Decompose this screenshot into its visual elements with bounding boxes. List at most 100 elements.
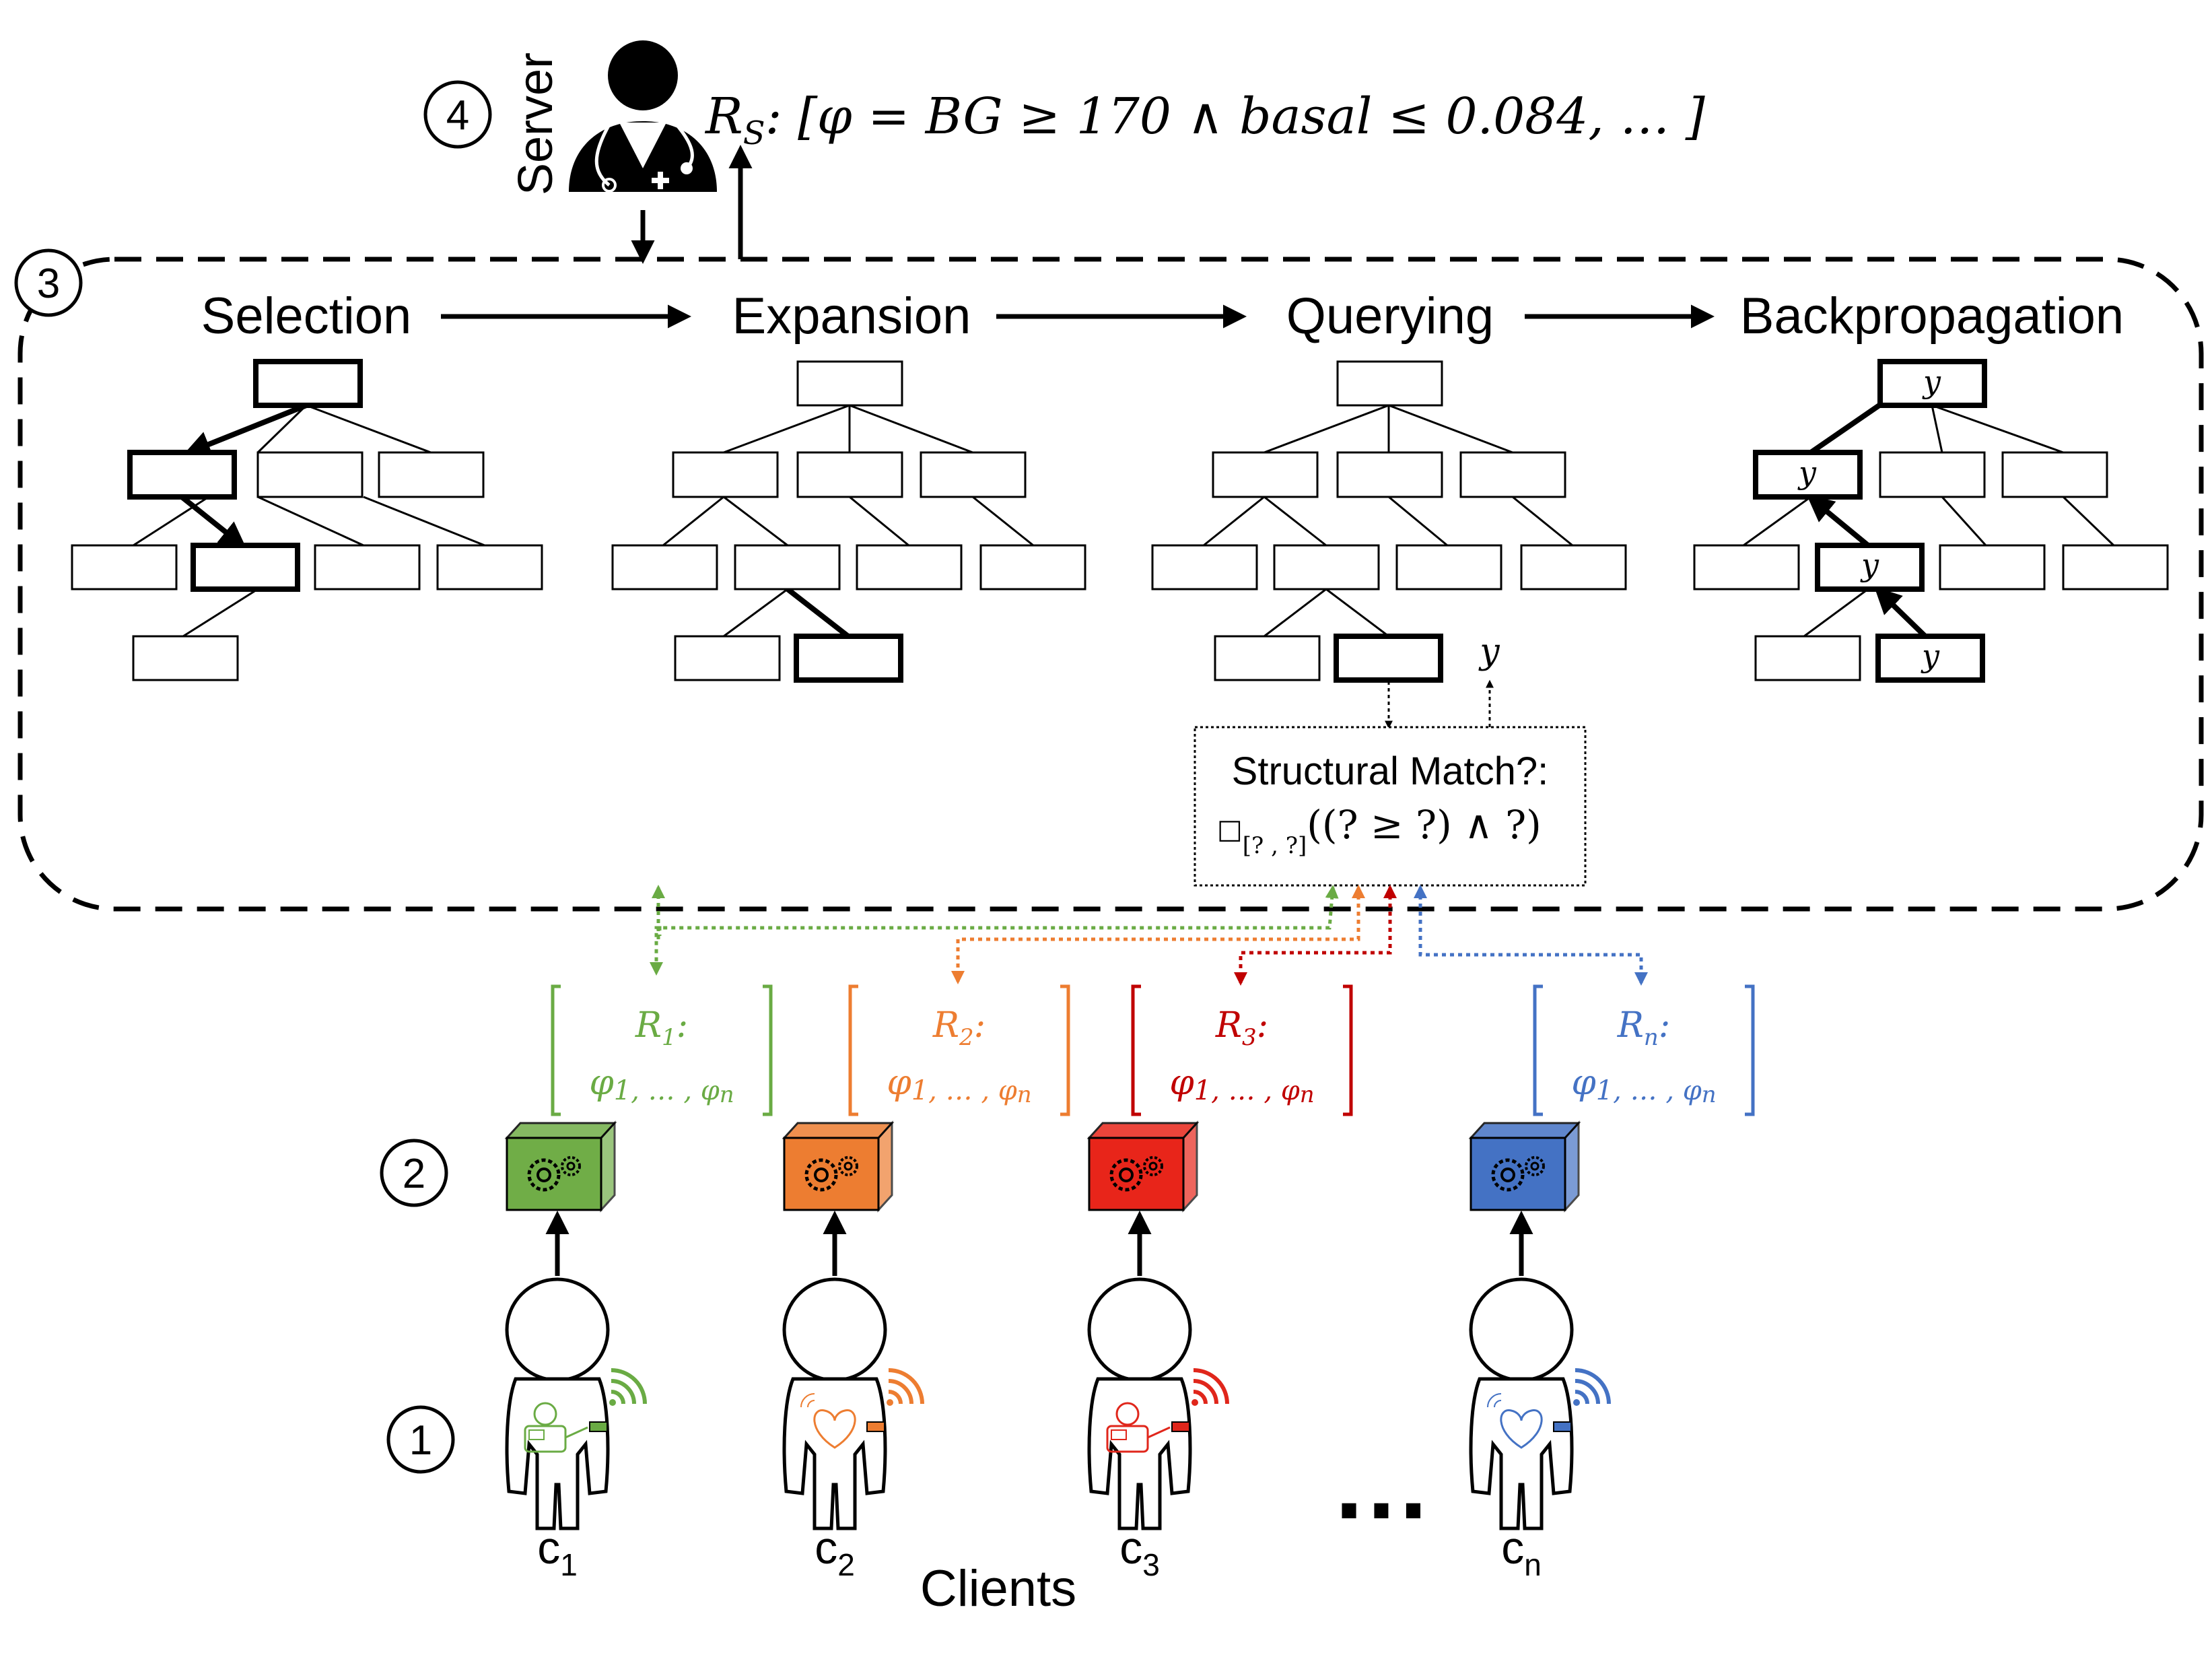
tree-node <box>1395 544 1502 590</box>
client-rule-3: R3: φ1, … , φn <box>1131 984 1353 1116</box>
tree-node <box>794 634 903 683</box>
rule-name: R3: <box>1215 1005 1268 1051</box>
step-1-circle <box>386 1405 455 1474</box>
heart-monitor-icon <box>800 1393 856 1449</box>
clients-ellipsis: … <box>1331 1427 1432 1540</box>
gears-icon <box>804 1156 858 1192</box>
rule-last-sub: n <box>1017 1081 1032 1108</box>
tree-node <box>1877 359 1987 408</box>
wristband <box>1553 1421 1572 1432</box>
rule-phi: φ <box>1571 1062 1596 1103</box>
rule-bracket-right <box>763 984 773 1116</box>
rule-seq: 1, … , φ <box>1596 1075 1702 1106</box>
rule-phi: φ <box>589 1062 614 1103</box>
connector-client-3 <box>1234 885 1397 986</box>
phase-backpropagation: Backpropagation <box>1740 288 2124 345</box>
rule-bracket-left <box>848 984 858 1116</box>
client-label-sub: n <box>1524 1547 1542 1582</box>
tree-node <box>1214 635 1321 681</box>
tree-node <box>436 544 543 590</box>
server-rule-label: R <box>704 88 743 145</box>
tree-node <box>920 451 1027 498</box>
tree-node <box>132 635 239 681</box>
tree-node <box>1459 451 1566 498</box>
client-label-sub: 2 <box>837 1547 855 1582</box>
rule-bracket-right <box>1745 984 1755 1116</box>
mcts-panel: 3 Selection Expansion Querying Backpropa… <box>14 248 2204 912</box>
rule-name: Rn: <box>1617 1005 1671 1051</box>
node-value-y: y <box>1921 638 1940 674</box>
rule-bracket-left <box>1131 984 1141 1116</box>
step-2-circle <box>380 1139 448 1207</box>
client-label: c1 <box>537 1522 578 1582</box>
tree-node <box>191 543 300 592</box>
client-1: c1 <box>504 1120 647 1582</box>
client-rule-2: R2:φ1, … , φn <box>848 984 1070 1116</box>
tree-node <box>1520 544 1627 590</box>
rule-phi: φ <box>887 1062 911 1103</box>
formula-box-glyph: □ <box>1217 814 1243 845</box>
rule-bracket-left <box>551 984 561 1116</box>
tree-node <box>1815 543 1925 592</box>
tree-selection <box>71 359 543 681</box>
wireless-signal-icon <box>887 1368 924 1406</box>
tree-node <box>1875 634 1985 683</box>
rule-formulas: φ1, … , φn <box>1169 1062 1314 1108</box>
tree-node <box>1939 544 2046 590</box>
wireless-signal-icon <box>609 1368 647 1406</box>
step-4-label: 4 <box>446 92 469 139</box>
node-value-y: y <box>1797 454 1817 491</box>
tree-node <box>674 635 781 681</box>
wireless-signal-icon <box>1573 1368 1611 1406</box>
wristband <box>589 1421 608 1432</box>
gears-icon <box>527 1156 581 1192</box>
model-box-icon <box>1086 1120 1200 1213</box>
tree-node <box>1212 451 1319 498</box>
structural-match-formula: □[? , ?]((? ≥ ?) ∧ ?) <box>1217 802 1542 859</box>
phase-querying: Querying <box>1286 288 1494 345</box>
connector-client-n <box>1414 885 1648 986</box>
tree-node <box>979 544 1086 590</box>
tree-node <box>378 451 485 498</box>
rule-formulas: φ1, … , φn <box>1571 1062 1716 1108</box>
rule-name-colon: : <box>1257 1005 1269 1046</box>
rule-last-sub: n <box>1300 1081 1315 1108</box>
step-4-circle <box>423 80 492 149</box>
rule-name: R1: <box>635 1005 688 1051</box>
tree-node <box>1754 635 1861 681</box>
client-label-letter: c <box>537 1522 560 1574</box>
rule-name-letter: R <box>932 1005 959 1046</box>
tree-querying: y Structural Match?: □[? , ?]((? ≥ ?) ∧ … <box>1151 360 1627 887</box>
tree-node <box>611 544 718 590</box>
structural-match-box <box>1194 726 1587 887</box>
wristband <box>866 1421 885 1432</box>
client-label: cn <box>1501 1522 1542 1582</box>
tree-node <box>1879 451 1986 498</box>
query-value-y: y <box>1478 632 1500 672</box>
heart-monitor-icon <box>1487 1393 1543 1449</box>
tree-node <box>2001 451 2108 498</box>
step-1-label: 1 <box>409 1417 432 1464</box>
server-rule-sub: S <box>743 114 765 152</box>
server-group: 4 Server RS: [φ = BG ≥ 170 ∧ basal ≤ 0.0… <box>423 40 1705 264</box>
tree-node <box>1336 451 1443 498</box>
tree-node <box>796 360 903 407</box>
client-label-letter: c <box>1501 1522 1524 1574</box>
tree-node <box>1336 360 1443 407</box>
formula-sub: [? , ?] <box>1243 832 1307 859</box>
node-value-y: y <box>1922 364 1941 400</box>
client-label-letter: c <box>1119 1522 1142 1574</box>
client-person-icon <box>1469 1277 1611 1530</box>
rule-formulas: φ1, … , φn <box>589 1062 734 1108</box>
doctor-icon <box>569 40 717 193</box>
tree-node <box>856 544 963 590</box>
tree-backpropagation: y y y y <box>1693 359 2169 683</box>
client-3: c3 <box>1086 1120 1229 1582</box>
node-value-y: y <box>1860 547 1879 583</box>
rule-bracket-right <box>1060 984 1070 1116</box>
tree-node <box>127 450 237 500</box>
server-rule: RS: [φ = BG ≥ 170 ∧ basal ≤ 0.084, … ] <box>704 88 1705 152</box>
